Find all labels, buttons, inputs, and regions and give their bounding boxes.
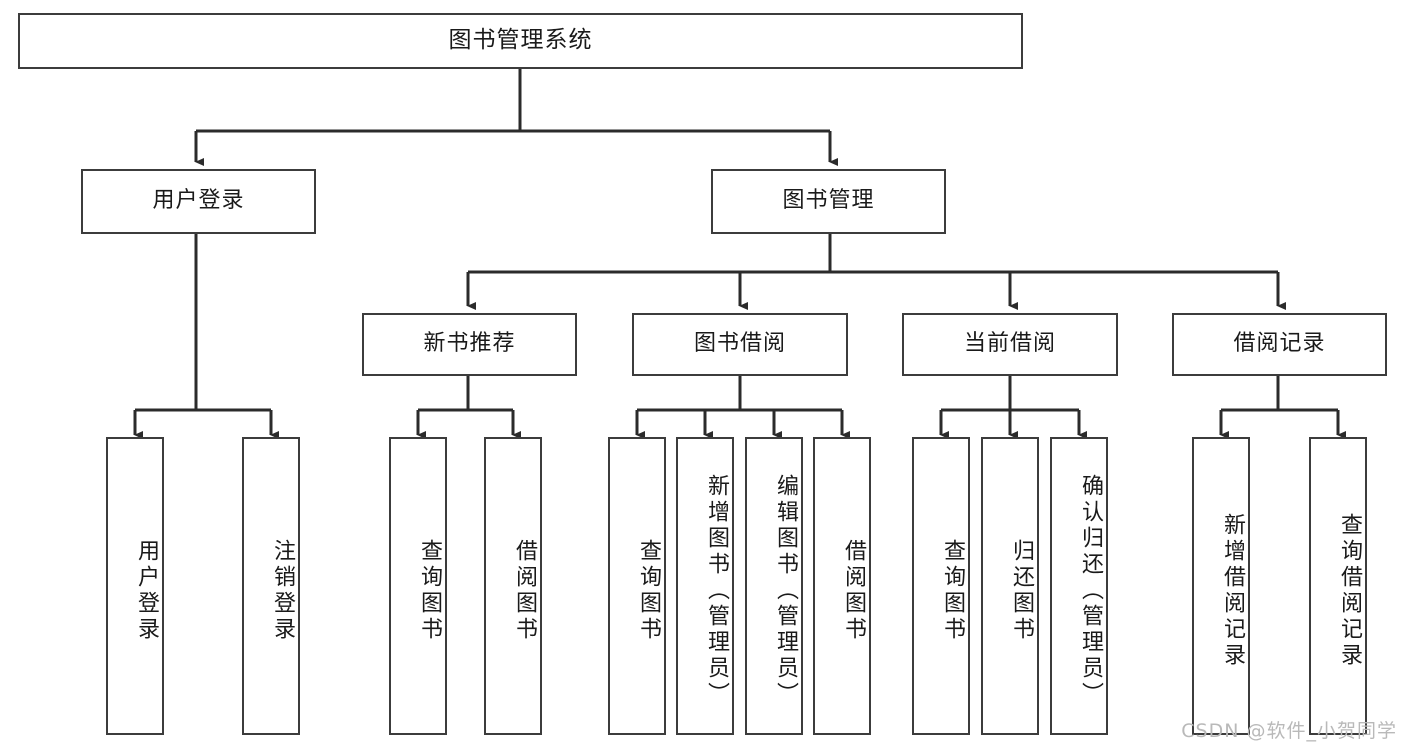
leaf-user-logout[interactable]: 注销登录 — [242, 437, 300, 735]
leaf-return-book[interactable]: 归还图书 — [981, 437, 1039, 735]
leaf-add-book-admin[interactable]: 新增图书（管理员） — [676, 437, 734, 735]
leaf-borrow-book[interactable]: 借阅图书 — [813, 437, 871, 735]
node-user-login[interactable]: 用户登录 — [81, 169, 316, 234]
leaf-user-login[interactable]: 用户登录 — [106, 437, 164, 735]
node-borrow-record[interactable]: 借阅记录 — [1172, 313, 1387, 376]
node-root[interactable]: 图书管理系统 — [18, 13, 1023, 69]
node-new-book-recommend[interactable]: 新书推荐 — [362, 313, 577, 376]
leaf-confirm-return-admin[interactable]: 确认归还（管理员） — [1050, 437, 1108, 735]
leaf-add-borrow-record[interactable]: 新增借阅记录 — [1192, 437, 1250, 735]
node-book-borrow[interactable]: 图书借阅 — [632, 313, 848, 376]
watermark-text: CSDN @软件_小贺同学 — [1181, 720, 1397, 742]
leaf-query-book-borrow[interactable]: 查询图书 — [608, 437, 666, 735]
leaf-query-borrow-record[interactable]: 查询借阅记录 — [1309, 437, 1367, 735]
node-current-borrow[interactable]: 当前借阅 — [902, 313, 1118, 376]
leaf-borrow-book-new[interactable]: 借阅图书 — [484, 437, 542, 735]
leaf-query-book-current[interactable]: 查询图书 — [912, 437, 970, 735]
leaf-edit-book-admin[interactable]: 编辑图书（管理员） — [745, 437, 803, 735]
leaf-query-book-new[interactable]: 查询图书 — [389, 437, 447, 735]
node-book-management[interactable]: 图书管理 — [711, 169, 946, 234]
